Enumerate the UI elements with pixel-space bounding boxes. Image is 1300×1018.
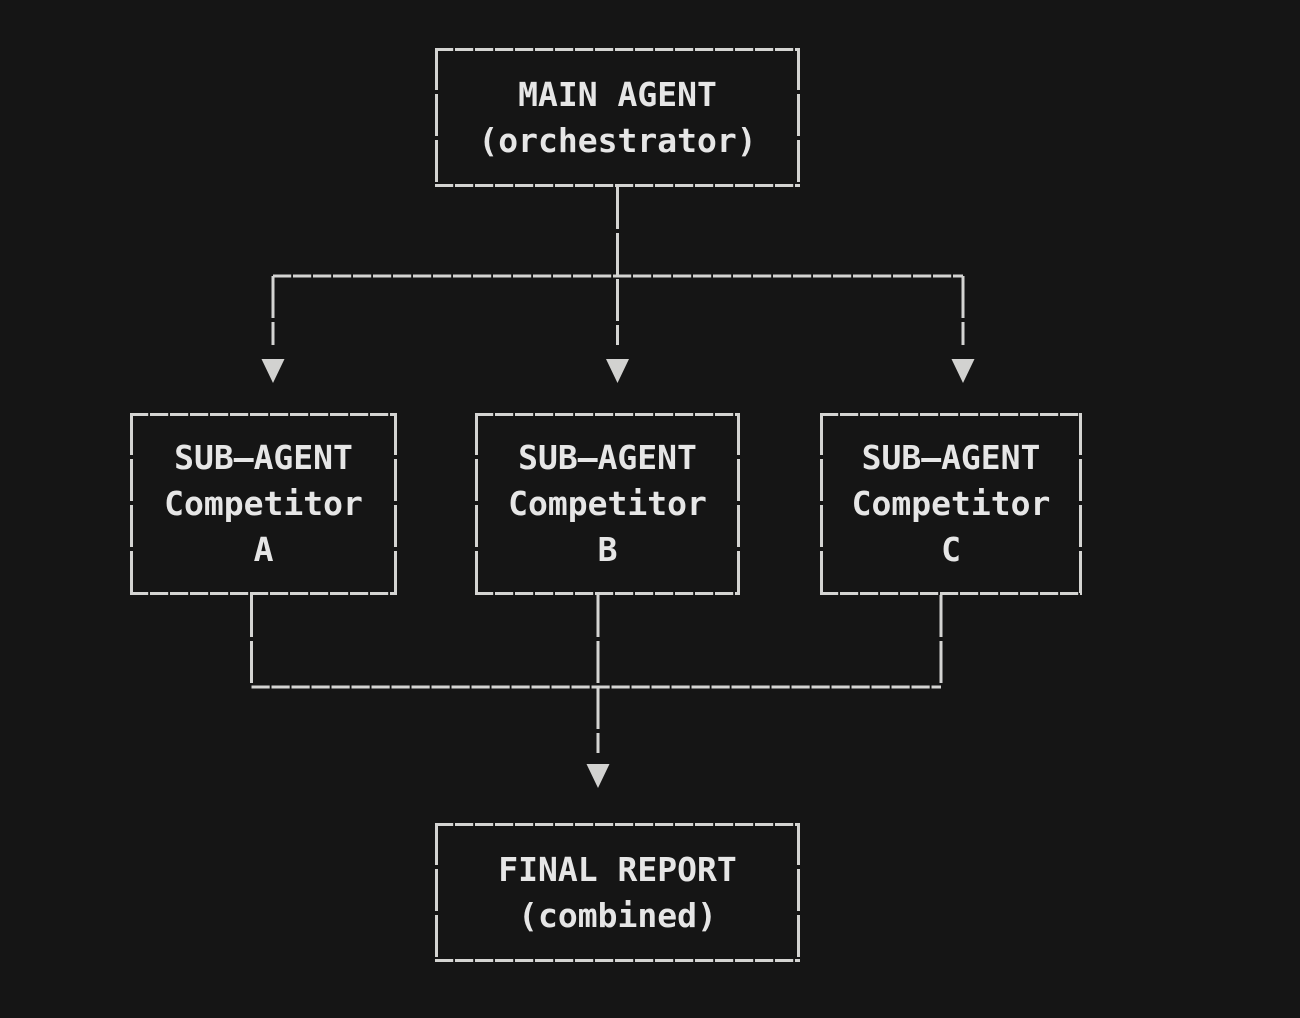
node-sub-agent-c: SUB—AGENT Competitor C (820, 413, 1082, 595)
arrow-down-icon (586, 764, 610, 788)
arrow-down-icon (951, 359, 975, 383)
node-label: FINAL REPORT (498, 849, 737, 889)
arrow-down-icon (606, 359, 629, 383)
node-label: SUB—AGENT (518, 438, 697, 477)
node-label: B (597, 530, 618, 569)
node-label: MAIN AGENT (518, 74, 717, 114)
node-label: C (941, 530, 961, 569)
node-label: SUB—AGENT (174, 438, 353, 477)
node-label: A (253, 530, 274, 569)
node-label: (combined) (518, 895, 717, 935)
node-sub-agent-b: SUB—AGENT Competitor B (475, 413, 740, 595)
node-label: Competitor (851, 484, 1051, 523)
node-final-report: FINAL REPORT (combined) (435, 823, 800, 962)
node-main-agent: MAIN AGENT (orchestrator) (435, 48, 800, 187)
node-label: (orchestrator) (478, 120, 757, 160)
node-label: Competitor (164, 484, 363, 523)
arrow-down-icon (261, 359, 285, 383)
node-label: Competitor (508, 484, 707, 523)
node-sub-agent-a: SUB—AGENT Competitor A (130, 413, 397, 595)
node-label: SUB—AGENT (861, 438, 1041, 477)
